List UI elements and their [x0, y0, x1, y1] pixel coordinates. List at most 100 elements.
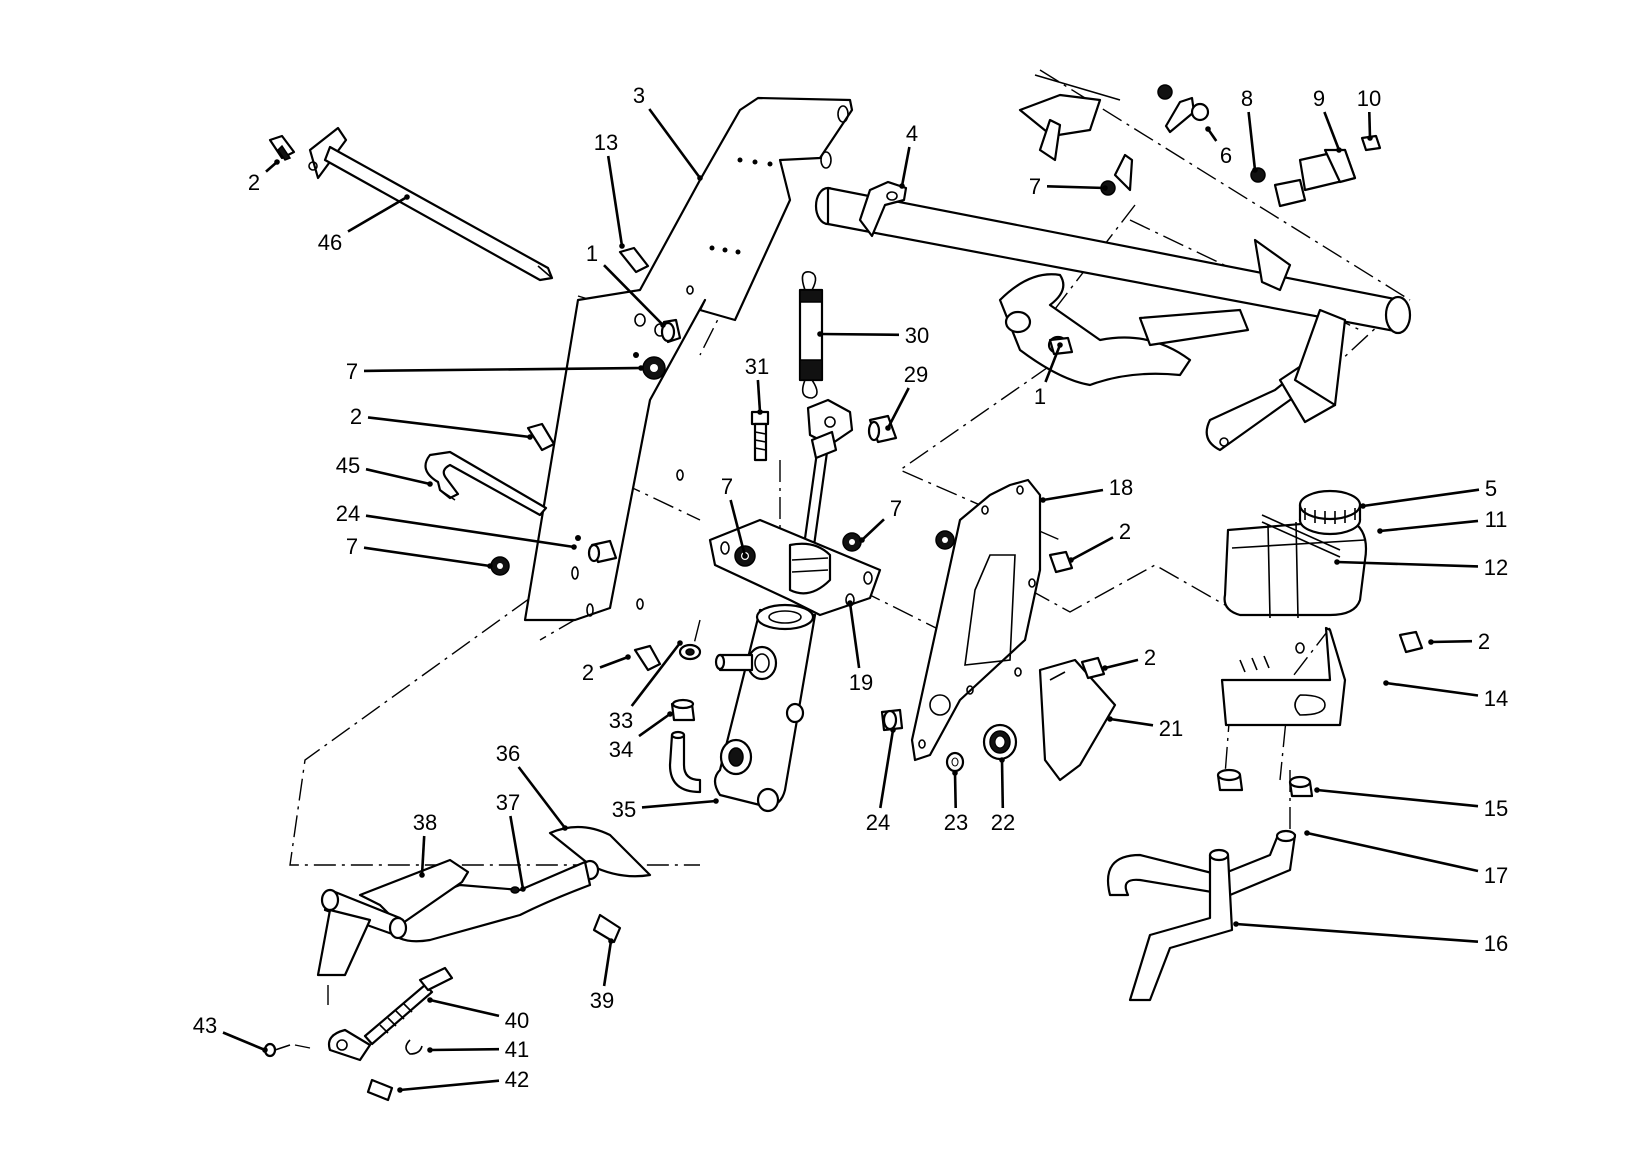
rod-46 — [308, 126, 554, 282]
leader-tip-c23 — [952, 770, 958, 776]
cap-5 — [1298, 489, 1362, 536]
leader-c42 — [399, 1079, 500, 1092]
callout-c19: 19 — [849, 670, 873, 695]
leader-tip-c31 — [757, 409, 763, 415]
bolt-2a — [268, 134, 296, 161]
bolt-2d — [1048, 550, 1074, 574]
callout-c7c: 7 — [721, 474, 733, 499]
leader-tip-c36 — [562, 825, 568, 831]
callout-c45: 45 — [336, 453, 360, 478]
leader-c2e — [1104, 658, 1139, 670]
hose-17 — [1106, 829, 1297, 897]
leader-c45 — [365, 467, 431, 486]
leader-tip-c16 — [1233, 921, 1239, 927]
leader-tip-c24a — [571, 544, 577, 550]
leader-tip-c7b — [487, 563, 493, 569]
callout-c29: 29 — [904, 362, 928, 387]
master-cylinder-35 — [713, 603, 817, 813]
callout-c2f: 2 — [1478, 629, 1490, 654]
reservoir-12 — [1223, 518, 1368, 619]
leader-c5 — [1362, 488, 1480, 508]
leader-tip-c2d — [1068, 557, 1074, 563]
leader-tip-c45 — [427, 481, 433, 487]
callout-c16: 16 — [1484, 931, 1508, 956]
leader-tip-c1a — [660, 322, 666, 328]
plate-18 — [910, 478, 1042, 762]
callout-c6: 6 — [1220, 143, 1232, 168]
pin-37 — [510, 886, 520, 894]
leader-tip-c4 — [899, 183, 905, 189]
leader-tip-c38 — [419, 872, 425, 878]
callout-c41: 41 — [505, 1037, 529, 1062]
leader-tip-c2b — [527, 434, 533, 440]
callout-c38: 38 — [413, 810, 437, 835]
callout-c39: 39 — [590, 988, 614, 1013]
leader-tip-c5 — [1360, 503, 1366, 509]
callout-leaders — [222, 108, 1480, 1093]
pedal-arm-38 — [316, 858, 592, 977]
pin-43 — [263, 1042, 291, 1058]
leader-c7b — [363, 546, 491, 568]
callout-c8: 8 — [1241, 86, 1253, 111]
callout-c30: 30 — [905, 323, 929, 348]
nut-7a — [633, 352, 666, 380]
leader-c3 — [648, 108, 702, 179]
callout-c12: 12 — [1484, 555, 1508, 580]
bolt-2b — [526, 422, 556, 452]
bracket-small — [1253, 238, 1292, 292]
bolt-31 — [750, 410, 770, 462]
spring-30 — [798, 271, 824, 399]
leader-tip-c35 — [713, 798, 719, 804]
callout-c13: 13 — [594, 130, 618, 155]
bolt-13 — [618, 246, 650, 274]
mount-bracket-top — [1018, 74, 1134, 192]
leader-tip-c24b — [890, 727, 896, 733]
leader-c8 — [1247, 111, 1257, 171]
callout-c46: 46 — [318, 230, 342, 255]
leader-c23 — [953, 772, 957, 809]
leader-c37 — [509, 815, 525, 890]
leader-tip-c34 — [667, 711, 673, 717]
clamp-34 — [670, 698, 696, 722]
leader-c1a — [603, 264, 664, 326]
callout-c34: 34 — [609, 737, 633, 762]
callout-c2a: 2 — [248, 170, 260, 195]
clip-41 — [405, 1039, 423, 1055]
plate-3 — [523, 96, 854, 622]
bolt-2c — [633, 644, 662, 672]
leader-tip-c17 — [1304, 830, 1310, 836]
hose-16 — [1128, 848, 1234, 1002]
callout-c1b: 1 — [1034, 384, 1046, 409]
leader-tip-c14 — [1383, 680, 1389, 686]
callout-c7b: 7 — [346, 534, 358, 559]
leader-c30 — [819, 332, 900, 337]
leader-tip-c12 — [1334, 559, 1340, 565]
callout-c31: 31 — [745, 354, 769, 379]
leader-tip-c30 — [817, 331, 823, 337]
leader-c2b — [367, 416, 531, 439]
leader-tip-c41 — [427, 1047, 433, 1053]
callout-c7d: 7 — [890, 496, 902, 521]
callout-c40: 40 — [505, 1008, 529, 1033]
leader-c24a — [365, 514, 575, 549]
leader-c7c — [729, 499, 747, 557]
leader-tip-c11 — [1377, 528, 1383, 534]
leader-c13 — [606, 155, 624, 247]
nut-7b — [490, 556, 510, 576]
leader-tip-c1b — [1057, 342, 1063, 348]
leader-c16 — [1235, 922, 1479, 943]
leader-tip-c2e — [1102, 665, 1108, 671]
callout-c24a: 24 — [336, 501, 360, 526]
callout-c15: 15 — [1484, 796, 1508, 821]
leader-c12 — [1336, 560, 1479, 568]
leader-tip-c22 — [999, 757, 1005, 763]
callout-c11: 11 — [1485, 507, 1508, 532]
leader-tip-c9 — [1336, 147, 1342, 153]
leader-tip-c2c — [625, 654, 631, 660]
bushing-24b — [880, 708, 904, 732]
leader-c35 — [641, 799, 717, 809]
strap-11 — [1261, 514, 1341, 558]
callout-c23: 23 — [944, 810, 968, 835]
leader-tip-c8 — [1252, 167, 1258, 173]
leader-c11 — [1379, 519, 1479, 533]
